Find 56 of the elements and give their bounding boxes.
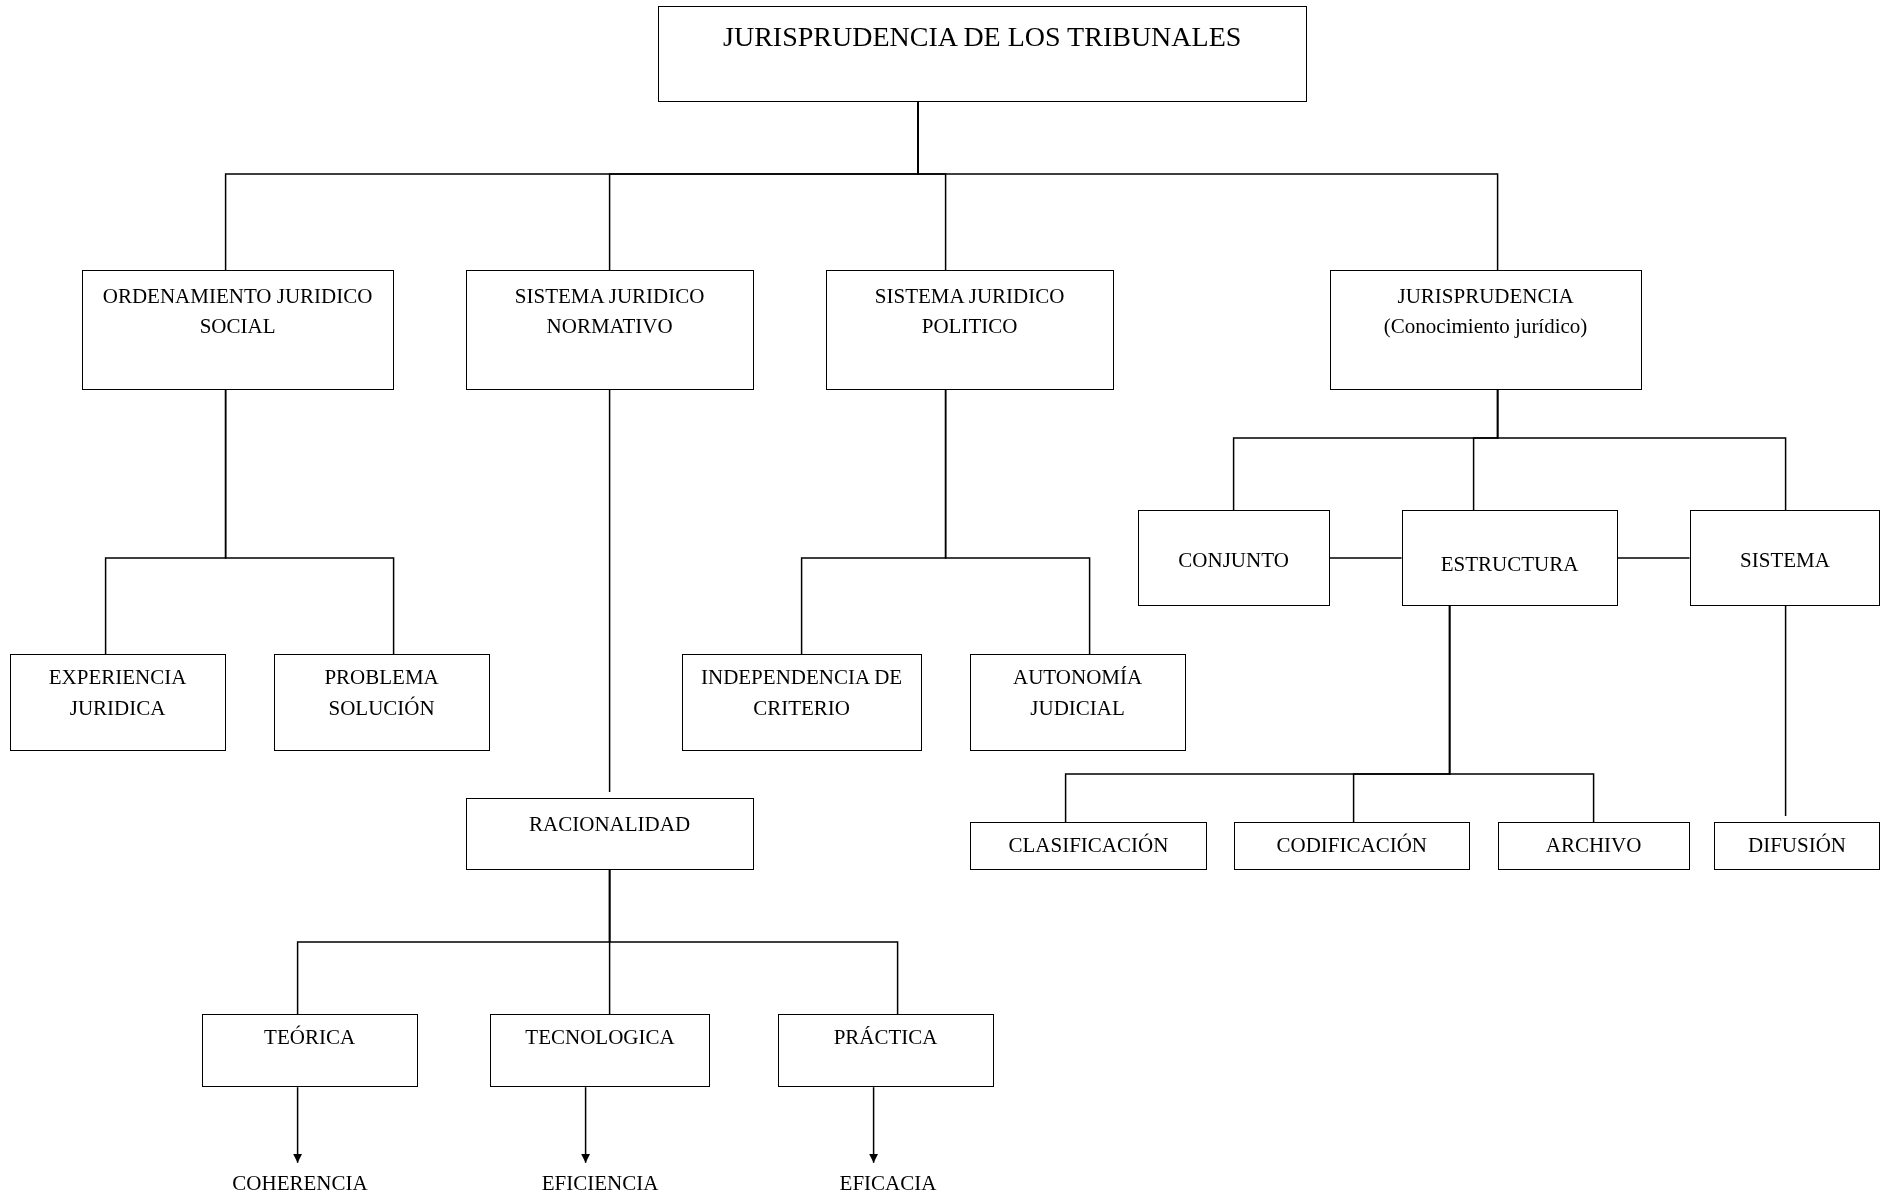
box-text: DIFUSIÓN (1747, 832, 1847, 860)
concept-box (657, 6, 1307, 102)
concept-box (825, 270, 1114, 390)
concept-box (969, 822, 1208, 870)
concept-box (1401, 510, 1618, 606)
box-text: CONJUNTO (1177, 546, 1290, 574)
box-text: CODIFICACIÓN (1275, 832, 1429, 860)
box-text: TEÓRICA (263, 1024, 357, 1052)
box-text: EXPERIENCIA JURIDICA (47, 664, 188, 722)
connector-line (1328, 557, 1403, 559)
concept-box (201, 1014, 418, 1088)
box-text: ORDENAMIENTO JURIDICO SOCIAL (101, 282, 374, 341)
concept-box (1137, 510, 1330, 606)
connector-line (944, 389, 1091, 655)
connector-line (1496, 389, 1787, 511)
concept-box (81, 270, 394, 390)
concept-box (681, 654, 922, 752)
box-text: CLASIFICACIÓN (1007, 832, 1170, 860)
concept-box (273, 654, 490, 752)
concept-box (465, 270, 754, 390)
concept-box (465, 798, 754, 870)
concept-box (1329, 270, 1642, 390)
concept-box (1689, 510, 1881, 606)
concept-box (777, 1014, 994, 1088)
box-text: ESTRUCTURA (1439, 551, 1580, 579)
concept-box (1497, 822, 1690, 870)
concept-box (969, 654, 1186, 752)
connector-line (1784, 605, 1787, 817)
box-text: JURISPRUDENCIA (1396, 282, 1575, 310)
box-text: RACIONALIDAD (528, 810, 692, 838)
connector-line (581, 1086, 591, 1164)
box-text: TECNOLOGICA (524, 1024, 676, 1052)
connector-line (1448, 605, 1595, 823)
box-text: SISTEMA (1739, 546, 1831, 574)
concept-box (1233, 822, 1470, 870)
box-text: PROBLEMA SOLUCIÓN (323, 664, 440, 722)
connector-line (293, 1086, 303, 1164)
concept-box (1713, 822, 1881, 870)
concept-box (9, 654, 226, 752)
box-text: SISTEMA JURIDICO POLITICO (873, 282, 1066, 341)
outcome-label: EFICIENCIA (516, 1168, 684, 1197)
connector-line (608, 389, 611, 793)
connector-line (224, 389, 395, 655)
connector-line (608, 869, 899, 1015)
box-text: ARCHIVO (1544, 832, 1643, 860)
outcome-label: COHERENCIA (216, 1168, 384, 1197)
outcome-label: EFICACIA (804, 1168, 972, 1197)
box-text: (Conocimiento jurídico) (1382, 313, 1589, 341)
box-text: SISTEMA JURIDICO NORMATIVO (513, 282, 706, 341)
concept-box (489, 1014, 711, 1088)
box-text: AUTONOMÍA JUDICIAL (1012, 664, 1144, 722)
box-text: PRÁCTICA (832, 1024, 939, 1052)
connector-line (869, 1086, 879, 1164)
box-text: INDEPENDENCIA DE CRITERIO (699, 664, 904, 722)
box-text: JURISPRUDENCIA DE LOS TRIBUNALES (722, 19, 1243, 54)
connector-line (1616, 557, 1691, 559)
